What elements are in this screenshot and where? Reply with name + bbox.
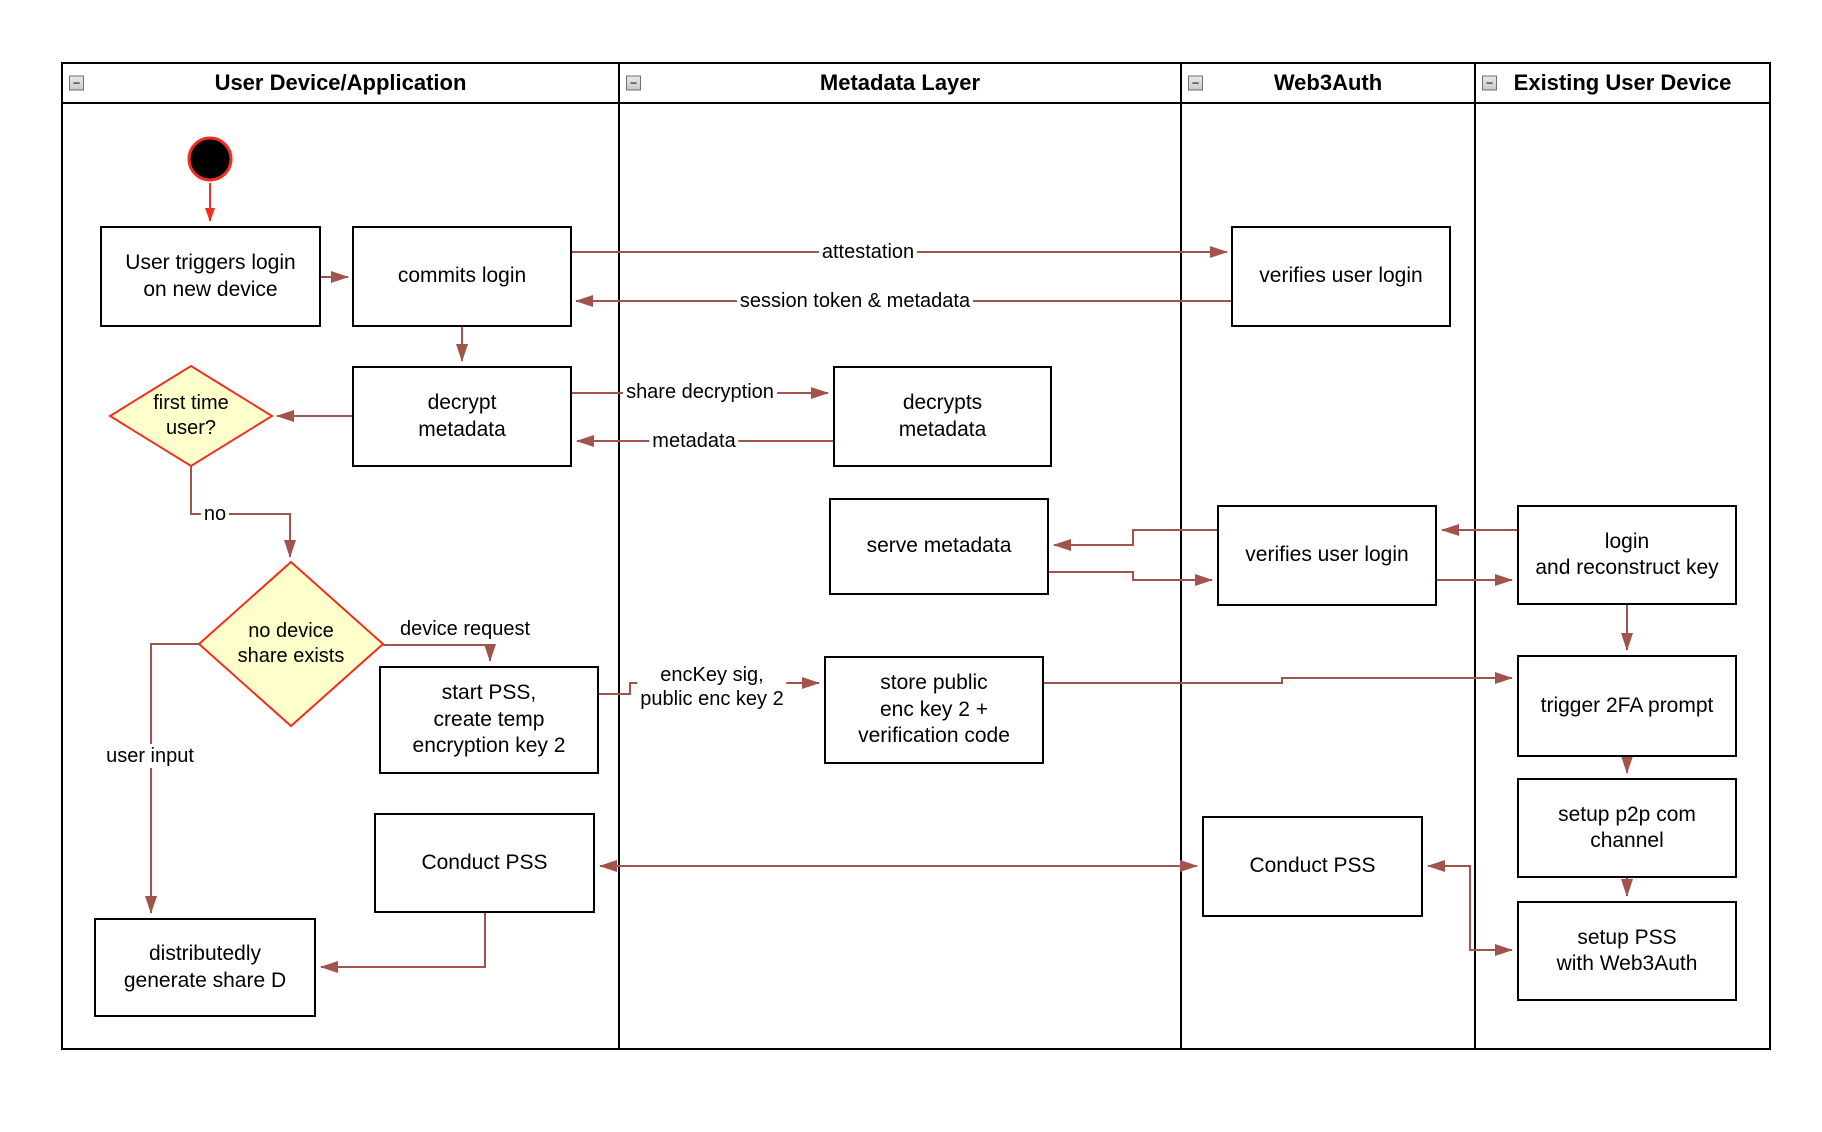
node-store-public-enc-key[interactable]: store public enc key 2 + verification co…: [824, 656, 1044, 764]
collapse-icon[interactable]: −: [1482, 75, 1497, 91]
edge-label-enckey-sig: encKey sig, public enc key 2: [637, 663, 787, 711]
start-node[interactable]: [187, 136, 233, 182]
lane-header-web3auth: − Web3Auth: [1181, 63, 1475, 103]
node-decrypt-metadata[interactable]: decrypt metadata: [352, 366, 572, 467]
node-setup-pss-web3auth[interactable]: setup PSS with Web3Auth: [1517, 901, 1737, 1001]
label-first-time-user: first time user?: [153, 391, 229, 439]
lane-title-metadata-layer: Metadata Layer: [819, 70, 981, 95]
node-user-triggers-login[interactable]: User triggers login on new device: [100, 226, 321, 327]
lane-header-metadata-layer: − Metadata Layer: [619, 63, 1181, 103]
collapse-icon[interactable]: −: [1188, 75, 1203, 91]
decision-no-device-share[interactable]: [197, 560, 385, 728]
node-generate-share-d[interactable]: distributedly generate share D: [94, 918, 316, 1017]
edge-verifies-to-serve: [1053, 529, 1217, 551]
edge-label-session-token: session token & metadata: [736, 289, 974, 313]
node-verifies-user-login-mid[interactable]: verifies user login: [1217, 505, 1437, 606]
edge-label-user-input: user input: [103, 744, 197, 768]
node-decrypts-metadata[interactable]: decrypts metadata: [833, 366, 1052, 467]
edge-device-request: [383, 644, 496, 662]
node-conduct-pss-web3auth[interactable]: Conduct PSS: [1202, 816, 1423, 917]
collapse-icon[interactable]: −: [69, 75, 84, 91]
edge-label-no: no: [200, 502, 230, 526]
node-login-reconstruct-key[interactable]: login and reconstruct key: [1517, 505, 1737, 605]
node-trigger-2fa-prompt[interactable]: trigger 2FA prompt: [1517, 655, 1737, 757]
label-no-device-share: no device share exists: [237, 619, 345, 667]
node-start-pss[interactable]: start PSS, create temp encryption key 2: [379, 666, 599, 774]
node-verifies-user-login-top[interactable]: verifies user login: [1231, 226, 1451, 327]
lane-header-user-device: − User Device/Application: [62, 63, 619, 103]
edge-label-attestation: attestation: [818, 240, 918, 264]
edge-conduct-pss-setup-pss: [1427, 860, 1513, 956]
lane-header-existing-device: − Existing User Device: [1475, 63, 1770, 103]
edge-label-metadata: metadata: [649, 429, 739, 453]
collapse-icon[interactable]: −: [626, 75, 641, 91]
node-serve-metadata[interactable]: serve metadata: [829, 498, 1049, 595]
diagram-frame: [61, 62, 1771, 1050]
edge-label-device-request: device request: [396, 617, 534, 641]
edge-label-share-decryption: share decryption: [623, 380, 777, 404]
edge-serve-to-verifies: [1049, 571, 1213, 586]
edge-no-branch: [190, 466, 296, 558]
node-conduct-pss-user[interactable]: Conduct PSS: [374, 813, 595, 913]
edge-store-to-trigger-2fa: [1044, 672, 1513, 684]
node-setup-p2p-channel[interactable]: setup p2p com channel: [1517, 778, 1737, 878]
lane-title-web3auth: Web3Auth: [1273, 70, 1383, 95]
lane-title-user-device: User Device/Application: [214, 70, 467, 95]
edge-conduct-to-generate-share: [320, 913, 486, 973]
lane-title-existing-device: Existing User Device: [1513, 70, 1732, 95]
node-commits-login[interactable]: commits login: [352, 226, 572, 327]
edge-user-input: [145, 643, 199, 914]
